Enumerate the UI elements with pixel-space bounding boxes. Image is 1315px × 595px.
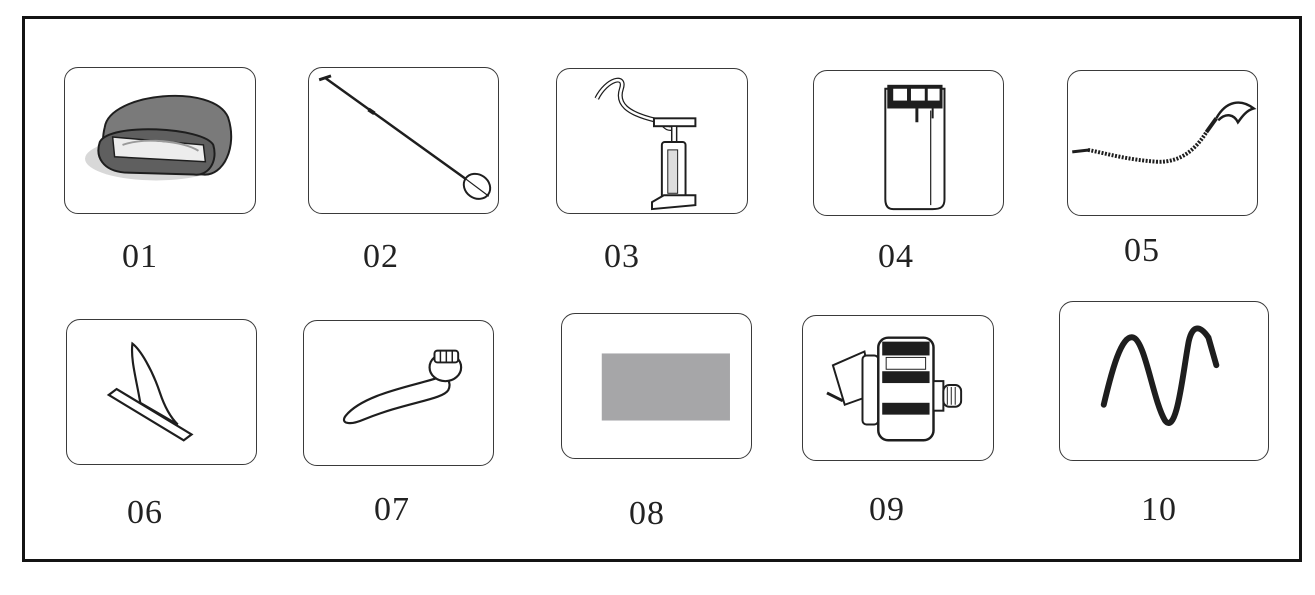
pump-icon (594, 77, 697, 211)
bag-icon (85, 94, 233, 181)
part-number-01: 01 (122, 238, 158, 275)
valve-wrench-icon (342, 349, 463, 425)
part-tile-09 (802, 315, 994, 461)
part-number-05: 05 (1124, 232, 1160, 269)
leash-icon (1072, 101, 1257, 164)
part-number-07: 07 (374, 491, 410, 528)
part-number-10: 10 (1141, 491, 1177, 528)
part-tile-02 (308, 67, 499, 214)
part-tile-04 (813, 70, 1004, 216)
spring-cord-icon (1100, 325, 1220, 426)
part-tile-05 (1067, 70, 1258, 216)
part-number-03: 03 (604, 238, 640, 275)
part-tile-08 (561, 313, 752, 459)
gray-patch-icon (601, 353, 730, 421)
part-tile-07 (303, 320, 494, 466)
part-number-08: 08 (629, 495, 665, 532)
part-tile-01 (64, 67, 256, 214)
part-number-06: 06 (127, 494, 163, 531)
part-number-04: 04 (878, 238, 914, 275)
part-tile-03 (556, 68, 748, 214)
fin-icon (106, 341, 194, 442)
part-number-02: 02 (363, 238, 399, 275)
valve-adapter-icon (826, 336, 963, 442)
paddle-icon (318, 74, 492, 200)
part-number-09: 09 (869, 491, 905, 528)
part-tile-10 (1059, 301, 1269, 461)
part-tile-06 (66, 319, 257, 465)
battery-box-icon (884, 84, 946, 211)
